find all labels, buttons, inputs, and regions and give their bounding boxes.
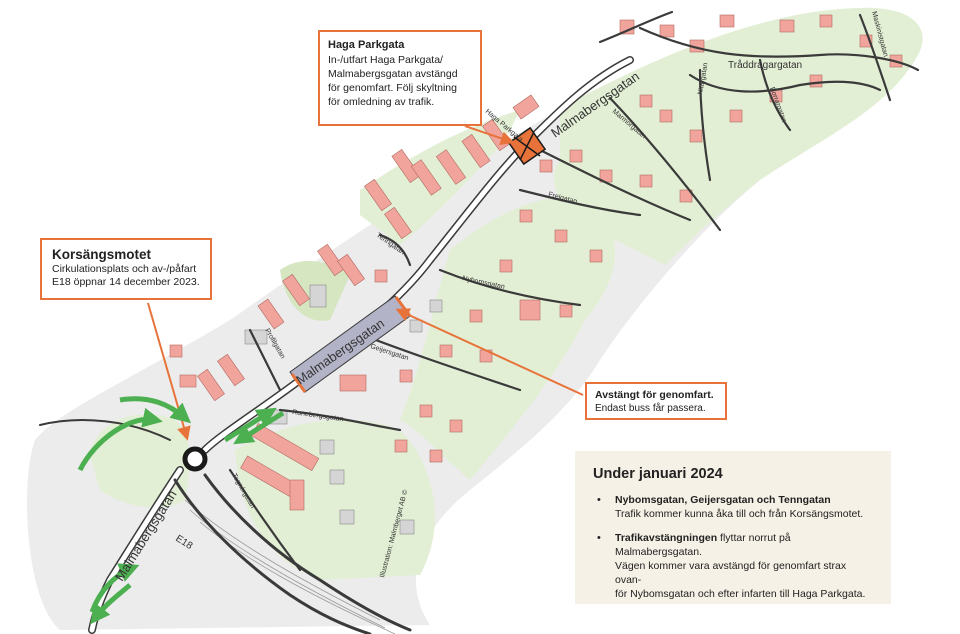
minor-streets	[228, 10, 920, 572]
info-item-2-line-2: Vägen kommer vara avstängd för genomfart…	[615, 560, 847, 586]
callout-avstangt-line: Endast buss får passera.	[595, 403, 706, 414]
roundabout	[182, 446, 208, 472]
info-item-2-line-3: för Nybomsgatan och efter infarten till …	[615, 588, 866, 600]
callout-haga-line-1: In-/utfart Haga Parkgata/	[328, 54, 443, 66]
info-item-2-title: Trafikavstängningen	[615, 532, 718, 544]
callout-haga-parkgata: Haga Parkgata In-/utfart Haga Parkgata/ …	[318, 30, 482, 126]
closure-cross-icon	[507, 126, 547, 166]
callout-haga-line-4: för omledning av trafik.	[328, 96, 435, 108]
info-item-1-title: Nybomsgatan, Geijersgatan och Tenngatan	[615, 494, 831, 506]
info-item-1-text: Trafik kommer kunna åka till och från Ko…	[615, 508, 864, 520]
callout-korsang-line-1: Cirkulationsplats och av-/påfart	[52, 263, 197, 275]
callout-korsangsmotet: Korsängsmotet Cirkulationsplats och av-/…	[40, 238, 212, 300]
green-area-east	[400, 197, 616, 480]
callout-haga-line-2: Malmabergsgatan avstängd	[328, 68, 458, 80]
callout-korsang-line-2: E18 öppnar 14 december 2023.	[52, 276, 200, 288]
callout-korsang-title: Korsängsmotet	[52, 247, 152, 262]
info-item-1: Nybomsgatan, Geijersgatan och Tenngatan …	[597, 493, 875, 521]
green-area-central	[360, 110, 520, 245]
label-traddragargatan: Tråddragargatan	[728, 59, 802, 71]
callout-haga-title: Haga Parkgata	[328, 39, 405, 51]
callout-haga-line-3: för genomfart. Följ skyltning	[328, 82, 457, 94]
info-list: Nybomsgatan, Geijersgatan och Tenngatan …	[593, 493, 875, 601]
callout-avstangt: Avstängt för genomfart. Endast buss får …	[585, 382, 727, 420]
traffic-arrows	[77, 396, 285, 625]
info-item-2: Trafikavstängningen flyttar norrut på Ma…	[597, 531, 875, 601]
info-panel: Under januari 2024 Nybomsgatan, Geijersg…	[575, 451, 891, 604]
info-item-2-rest: flyttar norrut på Malmabergsgatan.	[615, 532, 791, 558]
closure-mark-south	[290, 373, 307, 393]
main-roads	[39, 56, 634, 634]
callout-avstangt-title: Avstängt för genomfart.	[595, 389, 714, 401]
info-heading: Under januari 2024	[593, 466, 723, 482]
green-area-south	[235, 419, 435, 580]
